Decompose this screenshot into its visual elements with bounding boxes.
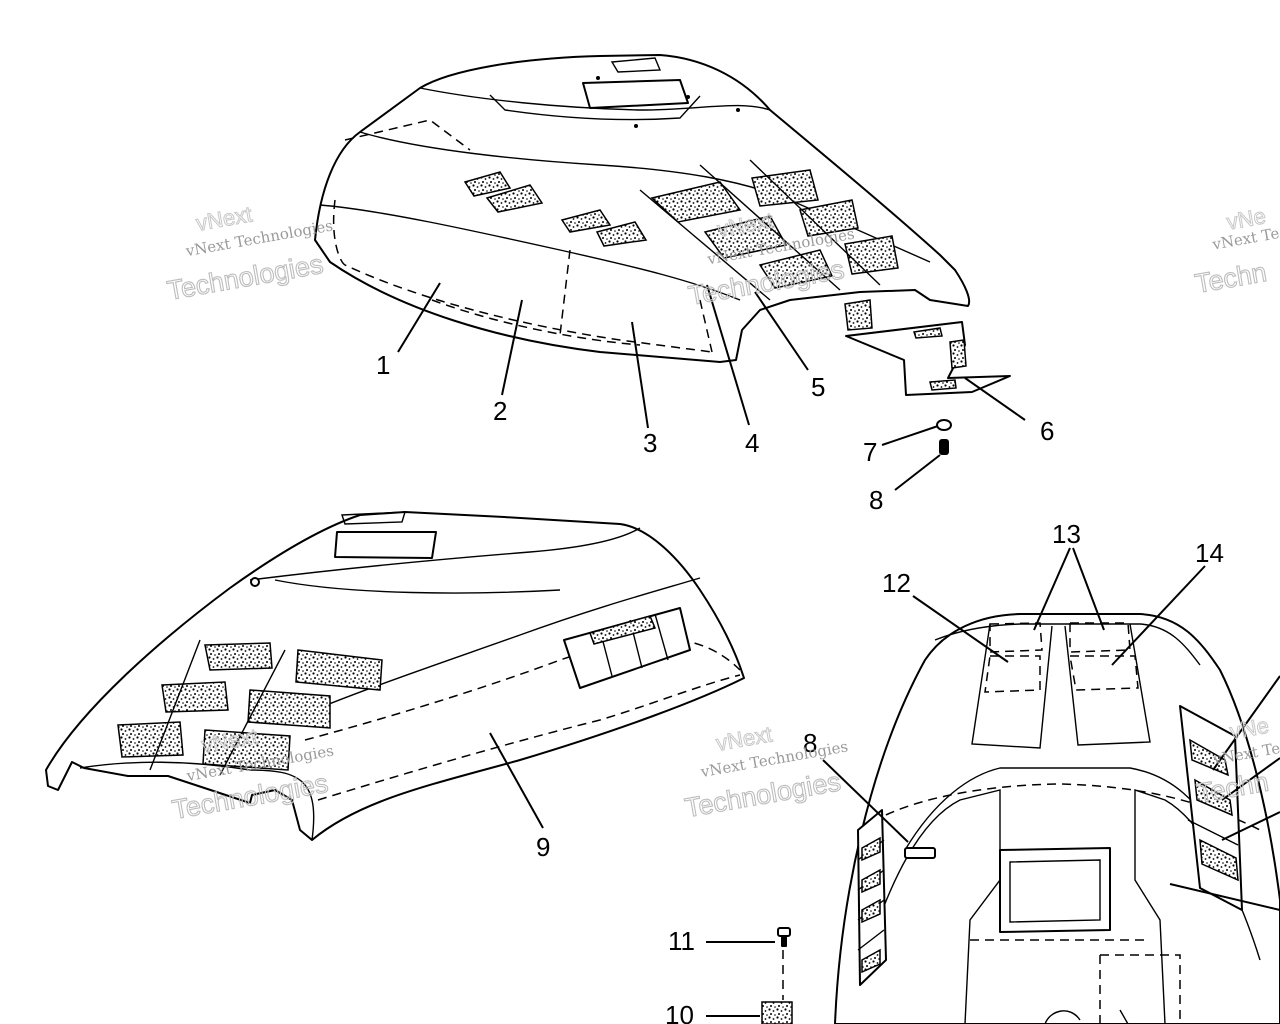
callout-3: 3 [643,428,657,458]
hood-front-view [761,613,1280,1024]
callout-8-top: 8 [869,485,883,515]
callout-9: 9 [536,832,550,862]
watermark-top-partial: vNe [1228,713,1271,744]
callout-10: 10 [665,1000,694,1024]
watermark-top: vNext [714,721,774,755]
callout-14: 14 [1195,538,1224,568]
callout-4: 4 [745,428,759,458]
callout-8-front: 8 [803,728,817,758]
callout-6: 6 [1040,416,1054,446]
callout-5: 5 [811,372,825,402]
hood-assembly-top [314,54,1011,455]
leader-lines [397,282,1280,1017]
callout-13: 13 [1052,519,1081,549]
callout-labels: 1 2 3 4 5 6 7 8 9 8 11 10 12 13 14 [376,350,1224,1024]
watermark-top: vNext [194,201,254,235]
callout-11: 11 [668,926,695,956]
callout-12: 12 [882,568,911,598]
watermark-large-partial: Techn [1193,257,1269,299]
callout-7: 7 [863,437,877,467]
hood-assembly-middle [45,511,745,841]
callout-1: 1 [376,350,390,380]
callout-2: 2 [493,396,507,426]
